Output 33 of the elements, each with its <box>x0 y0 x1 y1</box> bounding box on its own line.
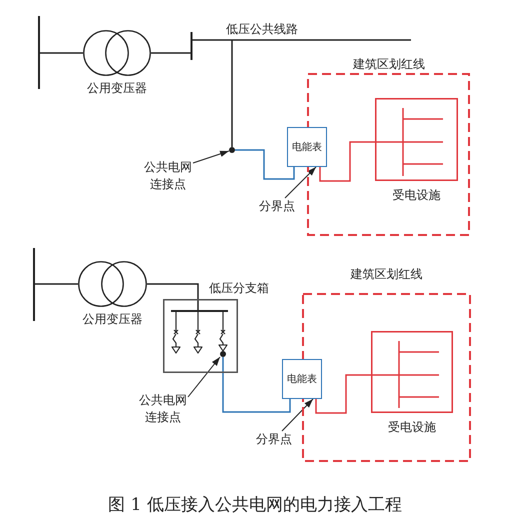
facility-label: 受电设施 <box>392 188 440 202</box>
leader-arrow <box>284 166 316 198</box>
boundary-title: 建筑区划红线 <box>350 267 422 281</box>
transformer-label: 公用变压器 <box>82 312 142 326</box>
switch-line <box>193 311 203 354</box>
boundary-title: 建筑区划红线 <box>353 57 425 71</box>
cable-line <box>235 149 295 180</box>
callout-label: 分界点 <box>257 198 297 214</box>
switch-line <box>218 311 228 352</box>
connection-dot <box>229 147 235 153</box>
callout-label: 公共电网连接点 <box>143 159 193 193</box>
meter-box: 电能表 <box>287 127 327 167</box>
facility-label: 受电设施 <box>388 420 436 434</box>
line-label: 低压公共线路 <box>226 22 298 36</box>
meter-box: 电能表 <box>282 359 322 399</box>
leader-arrow <box>192 150 230 164</box>
cable-line <box>231 40 233 147</box>
cable-line <box>319 141 375 182</box>
cable-line <box>222 357 291 413</box>
callout-label: 分界点 <box>254 431 294 447</box>
box-title: 低压分支箱 <box>209 281 269 295</box>
cable-line <box>315 374 371 414</box>
transformer-label: 公用变压器 <box>87 81 147 95</box>
cable-line <box>35 283 78 285</box>
cable-line <box>40 52 83 54</box>
leader-arrow <box>188 356 220 398</box>
connection-dot <box>220 351 226 357</box>
cable-line <box>147 283 199 310</box>
switch-line <box>171 311 181 354</box>
caption: 图 1 低压接入公共电网的电力接入工程 <box>108 495 402 515</box>
callout-label: 公共电网连接点 <box>138 392 188 426</box>
cable-line <box>151 52 191 54</box>
leader-arrow <box>282 398 314 432</box>
